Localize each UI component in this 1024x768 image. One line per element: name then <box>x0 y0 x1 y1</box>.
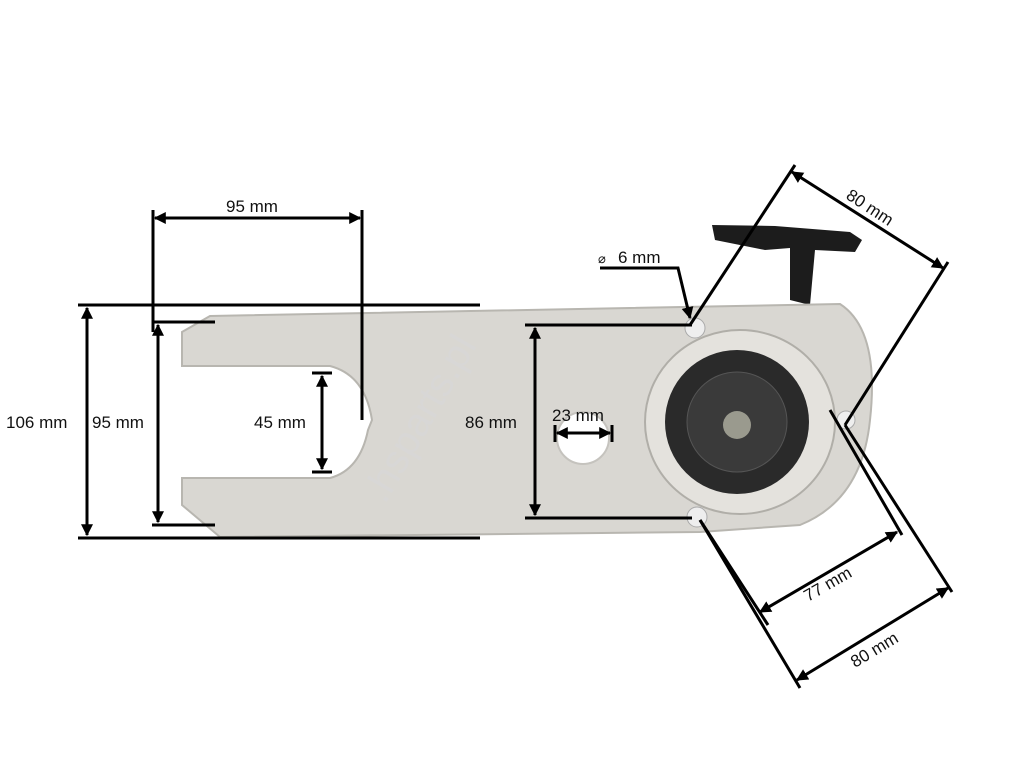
label-slot-height: 45 mm <box>254 413 306 432</box>
label-mount-hole: 6 mm <box>618 248 661 267</box>
label-diag-inner: 77 mm <box>801 563 856 605</box>
mount-hole-top <box>684 317 706 339</box>
recoil-starter-product <box>181 225 873 539</box>
label-diag-bottom: 80 mm <box>847 628 901 671</box>
diameter-symbol: ⌀ <box>598 251 606 266</box>
dim-diag-top <box>790 170 945 270</box>
dim-diag-bottom <box>795 586 950 682</box>
starter-handle <box>712 225 862 305</box>
dim-diag-inner <box>758 530 899 614</box>
label-overall-height: 106 mm <box>6 413 67 432</box>
label-mount-spacing: 86 mm <box>465 413 517 432</box>
leader-mount-hole <box>600 266 694 320</box>
pulley-hub <box>723 411 751 439</box>
label-top-width: 95 mm <box>226 197 278 216</box>
label-inner-height: 95 mm <box>92 413 144 432</box>
label-hole-diameter: 23 mm <box>552 406 604 425</box>
dimension-lines <box>78 164 954 689</box>
